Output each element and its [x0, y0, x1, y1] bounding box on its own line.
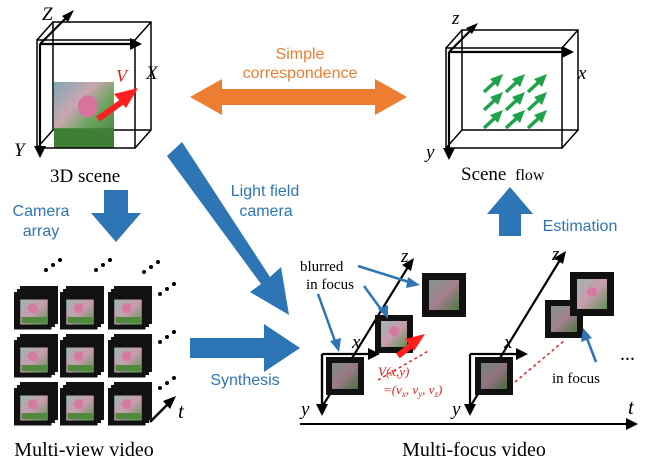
stack1-axis-z: z: [400, 246, 409, 267]
stack2-axis-x: x: [503, 332, 513, 353]
velocity-label: V: [116, 66, 129, 86]
stack1-axis-y: y: [299, 399, 310, 420]
lightfield-camera-arrow: [167, 142, 289, 315]
scene-flow: z x y Scene flow: [424, 8, 587, 185]
multiview-caption: Multi-view video: [14, 439, 153, 461]
flow-vector-field: [482, 74, 547, 130]
camera-array-label-1: Camera: [13, 203, 70, 220]
blurred-label: blurred: [300, 259, 344, 275]
camera-grid: [14, 286, 152, 426]
estimation-label: Estimation: [543, 218, 618, 235]
stack2-axis-z: z: [551, 244, 560, 265]
camera-array-arrow: [91, 190, 141, 242]
flow-axis-y: y: [424, 142, 435, 163]
cube-front-face: [36, 39, 136, 149]
vector-components: =(vx, vy, vz): [383, 382, 442, 399]
time-continuation-dots: [44, 258, 176, 390]
correspondence-label-2: correspondence: [243, 65, 358, 82]
multi-view-video: t Multi-view video: [14, 258, 185, 461]
multiview-axis-t: t: [178, 399, 185, 423]
multi-focus-video: t z x y V(x,y) =(vx, vy, vz) blurred: [299, 244, 638, 461]
correspondence-arrow: Simple correspondence: [190, 46, 407, 115]
in-focus-label: in focus: [306, 277, 354, 293]
time-axis-arrow: [626, 418, 638, 430]
camera-array-label-2: array: [23, 223, 59, 240]
lightfield-label-1: Light field: [231, 183, 300, 200]
axis-x-label: X: [145, 63, 159, 84]
continuation-ellipsis: ...: [620, 343, 635, 365]
in-focus-label-2: in focus: [552, 371, 600, 387]
flow-axis-z: z: [451, 8, 460, 29]
synthesis-label: Synthesis: [210, 372, 279, 389]
scene-3d: Z X Y V 3D scene: [14, 4, 159, 187]
flow-axis-x: x: [577, 63, 587, 84]
lightfield-label-2: camera: [239, 203, 292, 220]
stack1-axis-x: x: [351, 332, 361, 353]
axis-z-label: Z: [42, 4, 53, 25]
synthesis-arrow: [190, 324, 300, 372]
axis-y-label: Y: [14, 140, 27, 161]
multifocus-caption: Multi-focus video: [402, 439, 546, 461]
scene3d-caption: 3D scene: [50, 166, 120, 187]
stack2-axis-y: y: [450, 399, 461, 420]
sceneflow-caption: Scene flow: [461, 164, 545, 185]
focal-stack-1: z x y V(x,y) =(vx, vy, vz) blurred in fo…: [299, 246, 466, 420]
correspondence-label-1: Simple: [276, 46, 325, 63]
estimation-arrow: [487, 187, 533, 236]
vector-label: V(x,y): [378, 364, 409, 379]
focal-stack-2: z x y in focus ...: [450, 244, 635, 420]
multifocus-axis-t: t: [628, 395, 635, 419]
